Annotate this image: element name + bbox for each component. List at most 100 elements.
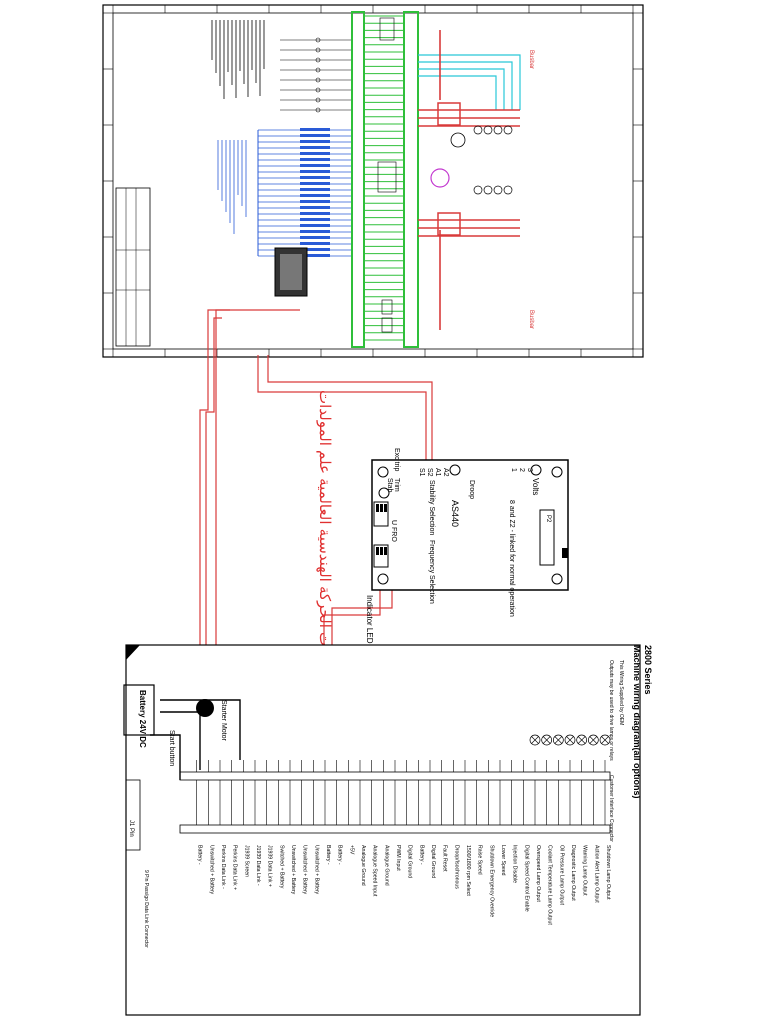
signal-label: Perkins Data Link - xyxy=(220,845,226,889)
lamp-icon xyxy=(541,734,553,746)
signal-label xyxy=(300,200,330,203)
avr-terminal: 3 xyxy=(526,468,533,472)
signal-label: Battery - xyxy=(197,845,203,865)
signal-label: Battery - xyxy=(325,845,331,865)
signal-label: Overspeed Lamp Output xyxy=(535,845,541,902)
signal-label xyxy=(300,218,330,221)
exc-trip-label: Exc trip xyxy=(393,448,400,471)
link-box-label: P2 xyxy=(545,515,551,523)
signal-label: Perkins Data Link + xyxy=(232,845,238,890)
signal-label: Unswitched + Battery xyxy=(290,845,296,895)
signal-label xyxy=(300,176,330,179)
signal-label xyxy=(300,152,330,155)
signal-label: Battery - xyxy=(337,845,343,865)
battery-label: Battery 24V DC xyxy=(138,690,147,748)
signal-label: Coolant Temperature Lamp Output xyxy=(547,845,553,925)
signal-label xyxy=(300,236,330,239)
signal-label: Digital Speed Control Enable xyxy=(523,845,529,912)
terminal-strip xyxy=(351,11,419,348)
stab-label: Stab xyxy=(386,478,393,493)
signal-label xyxy=(300,140,330,143)
volts-potentiometer xyxy=(530,464,542,476)
notes-column xyxy=(211,20,265,234)
signal-label: Shutdown Lamp Output xyxy=(605,845,611,900)
lamp-icon xyxy=(552,734,564,746)
signal-label xyxy=(300,134,330,137)
signal-label: Lower Speed xyxy=(500,845,506,876)
blue-signal-list xyxy=(257,37,352,257)
datalink-connector xyxy=(125,779,141,851)
signal-label: +5V xyxy=(348,845,354,855)
signal-label xyxy=(300,230,330,233)
signal-label xyxy=(300,164,330,167)
link-jumper xyxy=(562,548,568,558)
contact-symbol xyxy=(315,107,321,113)
signal-label xyxy=(300,212,330,215)
signal-label: Digital Ground xyxy=(407,845,413,878)
arabic-watermark: مع تحيات الحركة الهندسية العالمية علم ال… xyxy=(316,390,333,689)
signal-label: Droop/Isochronous xyxy=(453,845,459,889)
avr-terminal: A1 xyxy=(434,468,441,477)
droop-potentiometer xyxy=(449,464,461,476)
generator-symbol xyxy=(274,247,308,297)
avr-module: AS440 Volts Droop Stability Selection Fr… xyxy=(365,448,569,644)
lamp-icon xyxy=(529,734,541,746)
outputs-note: Outputs may be used to drive lamps or re… xyxy=(608,660,614,761)
lamp-icon xyxy=(576,734,588,746)
link-block xyxy=(539,509,555,566)
signal-label: Analogue Speed Input xyxy=(372,845,378,897)
signal-label: Unswitched + Battery xyxy=(302,845,308,895)
title-block xyxy=(115,187,151,347)
signal-label: Raise Speed xyxy=(477,845,483,875)
signal-label: Analogue Ground xyxy=(383,845,389,886)
avr-terminal: 1 xyxy=(510,468,517,472)
signal-label: Oil Pressure Lamp Output xyxy=(558,845,564,906)
link-note: 8 and Z2 - linked for normal operation xyxy=(508,500,515,617)
trim-potentiometer xyxy=(378,487,390,499)
indicator-led-label: Indicator LED xyxy=(365,595,374,644)
busbar-label-bottom: Busbar xyxy=(528,310,534,329)
signal-label: Injection Disable xyxy=(512,845,518,883)
signal-label: Digital Ground xyxy=(430,845,436,878)
signal-label: Warning Lamp Output xyxy=(582,845,588,896)
starter-motor-symbol xyxy=(196,699,214,717)
power-wiring: Busbar Busbar xyxy=(418,30,534,330)
stability-dip-switch xyxy=(373,501,389,527)
signal-label: Unswitched + Battery xyxy=(313,845,319,895)
signal-label xyxy=(300,242,330,245)
signal-label xyxy=(300,224,330,227)
contact-symbol xyxy=(315,67,321,73)
avr-terminal: A2 xyxy=(442,468,449,477)
connector-label: Customer Interface Connector xyxy=(608,775,614,842)
contact-symbol xyxy=(315,57,321,63)
avr-terminal: S1 xyxy=(418,468,425,477)
signal-label xyxy=(300,182,330,185)
signal-label: Shutdown Emergency Override xyxy=(488,845,494,917)
trim-label: Trim xyxy=(393,478,400,492)
signal-label: 1500/1800 rpm Select xyxy=(465,845,471,896)
signal-label xyxy=(300,128,330,131)
battery-box xyxy=(123,684,155,736)
signal-label xyxy=(300,194,330,197)
lamp-icon xyxy=(564,734,576,746)
signal-label: Switched + Battery xyxy=(278,845,284,889)
signal-label: PWM Input xyxy=(395,845,401,871)
contact-symbol xyxy=(315,77,321,83)
signal-label: J1939 Screen xyxy=(243,845,249,877)
signal-label: Unswitched + Battery xyxy=(208,845,214,895)
signal-label: J1939 Data Link + xyxy=(267,845,273,887)
frequency-label: Frequency Selection xyxy=(428,540,435,604)
volts-label: Volts xyxy=(531,478,540,495)
lamp-icon xyxy=(587,734,599,746)
stability-label: Stability Selection xyxy=(428,480,435,535)
frequency-dip-switch xyxy=(373,544,389,568)
signal-label xyxy=(300,170,330,173)
signal-label xyxy=(300,158,330,161)
contact-symbol xyxy=(315,37,321,43)
signal-label: Analogue Ground xyxy=(360,845,366,886)
datalink-label: 9 Pin Pass/go Data Link Connector xyxy=(143,870,149,948)
bottom-schematic-sheet: 2800 Series Machine wiring diagram(all o… xyxy=(123,644,653,1016)
sheet-title: 2800 Series xyxy=(643,645,653,695)
signal-label xyxy=(300,248,330,251)
